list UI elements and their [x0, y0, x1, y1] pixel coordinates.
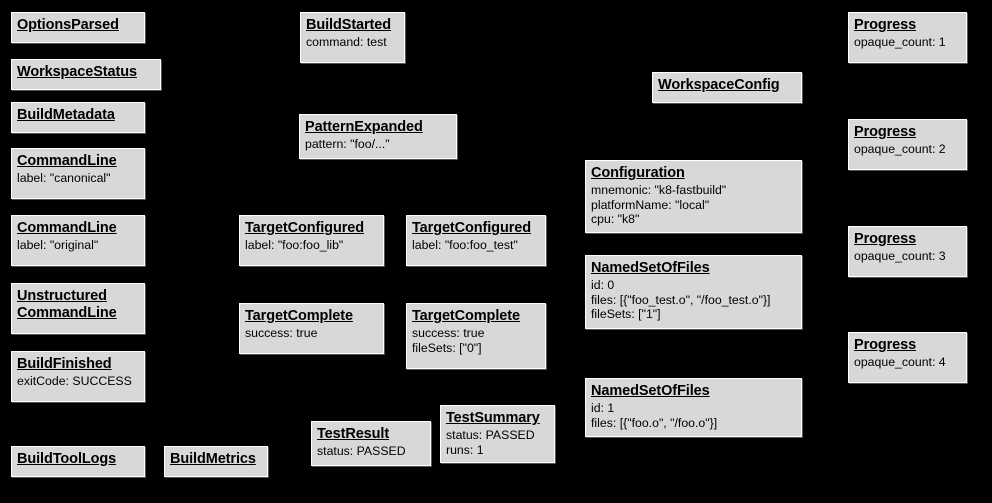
- event-node-fields: label: "foo:foo_lib": [245, 238, 344, 252]
- event-node-title: CommandLine: [17, 220, 117, 236]
- event-node-title: Configuration: [591, 165, 685, 181]
- event-node-title: TargetConfigured: [412, 220, 531, 236]
- event-node-progress-1[interactable]: Progress opaque_count: 1: [848, 12, 967, 63]
- event-node-title: TestSummary: [446, 410, 540, 426]
- event-node-fields: label: "foo:foo_test": [412, 238, 518, 252]
- event-node-fields: id: 1 files: [{"foo.o", "/foo.o"}]: [591, 401, 718, 430]
- event-node-progress-4[interactable]: Progress opaque_count: 4: [848, 332, 967, 383]
- event-node-title: TestResult: [317, 426, 390, 442]
- event-node-fields: mnemonic: "k8-fastbuild" platformName: "…: [591, 183, 727, 226]
- event-node-workspace-config[interactable]: WorkspaceConfig: [652, 72, 802, 103]
- event-node-named-set-of-files-1[interactable]: NamedSetOfFiles id: 1 files: [{"foo.o", "…: [585, 378, 802, 437]
- event-node-title: WorkspaceStatus: [17, 64, 137, 80]
- event-node-title: BuildFinished: [17, 356, 112, 372]
- event-node-fields: opaque_count: 1: [854, 35, 946, 49]
- event-node-title: CommandLine: [17, 153, 117, 169]
- event-node-title: OptionsParsed: [17, 17, 119, 33]
- event-node-workspace-status[interactable]: WorkspaceStatus: [11, 59, 161, 90]
- event-node-fields: label: "original": [17, 238, 99, 252]
- event-node-build-tool-logs[interactable]: BuildToolLogs: [11, 446, 145, 477]
- event-node-fields: opaque_count: 3: [854, 249, 946, 263]
- event-node-title: NamedSetOfFiles: [591, 260, 710, 276]
- event-node-build-metadata[interactable]: BuildMetadata: [11, 102, 145, 133]
- event-node-title: BuildMetadata: [17, 107, 115, 123]
- event-node-fields: opaque_count: 2: [854, 142, 946, 156]
- event-node-build-started[interactable]: BuildStarted command: test: [300, 12, 405, 63]
- event-node-test-summary[interactable]: TestSummary status: PASSED runs: 1: [440, 405, 555, 463]
- event-node-unstructured-command-line[interactable]: Unstructured CommandLine: [11, 283, 145, 334]
- event-node-title: Progress: [854, 231, 917, 247]
- event-node-title: Progress: [854, 337, 917, 353]
- event-node-build-finished[interactable]: BuildFinished exitCode: SUCCESS: [11, 351, 145, 402]
- event-node-fields: command: test: [306, 35, 387, 49]
- event-node-title: Unstructured CommandLine: [17, 288, 117, 321]
- event-node-title: TargetConfigured: [245, 220, 364, 236]
- event-node-title: TargetComplete: [412, 308, 520, 324]
- event-node-title: Progress: [854, 124, 917, 140]
- event-node-pattern-expanded[interactable]: PatternExpanded pattern: "foo/...": [299, 114, 457, 159]
- event-node-command-line-original[interactable]: CommandLine label: "original": [11, 215, 145, 266]
- event-node-target-complete-lib[interactable]: TargetComplete success: true: [239, 303, 384, 354]
- event-node-fields: success: true fileSets: ["0"]: [412, 326, 485, 355]
- event-node-target-configured-foo-test[interactable]: TargetConfigured label: "foo:foo_test": [406, 215, 546, 266]
- event-node-title: BuildStarted: [306, 17, 392, 33]
- event-node-target-complete-test[interactable]: TargetComplete success: true fileSets: ["…: [406, 303, 546, 369]
- event-node-command-line-canonical[interactable]: CommandLine label: "canonical": [11, 148, 145, 199]
- event-node-fields: id: 0 files: [{"foo_test.o", "/foo_test.…: [591, 278, 771, 321]
- event-node-fields: success: true: [245, 326, 318, 340]
- event-node-fields: label: "canonical": [17, 171, 111, 185]
- event-node-target-configured-foo-lib[interactable]: TargetConfigured label: "foo:foo_lib": [239, 215, 384, 266]
- event-node-progress-2[interactable]: Progress opaque_count: 2: [848, 119, 967, 170]
- event-node-title: PatternExpanded: [305, 119, 423, 135]
- event-node-options-parsed[interactable]: OptionsParsed: [11, 12, 145, 43]
- event-node-progress-3[interactable]: Progress opaque_count: 3: [848, 226, 967, 277]
- event-node-fields: exitCode: SUCCESS: [17, 374, 132, 388]
- event-node-configuration[interactable]: Configuration mnemonic: "k8-fastbuild" pl…: [585, 160, 802, 233]
- event-node-fields: opaque_count: 4: [854, 355, 946, 369]
- event-node-title: BuildToolLogs: [17, 451, 117, 467]
- event-node-fields: pattern: "foo/...": [305, 137, 390, 151]
- event-node-fields: status: PASSED: [317, 444, 406, 458]
- event-node-title: BuildMetrics: [170, 451, 256, 467]
- event-node-named-set-of-files-0[interactable]: NamedSetOfFiles id: 0 files: [{"foo_test.…: [585, 255, 802, 329]
- event-node-test-result[interactable]: TestResult status: PASSED: [311, 421, 431, 466]
- event-node-title: NamedSetOfFiles: [591, 383, 710, 399]
- event-node-title: Progress: [854, 17, 917, 33]
- event-node-build-metrics[interactable]: BuildMetrics: [164, 446, 268, 477]
- event-node-title: TargetComplete: [245, 308, 353, 324]
- event-node-title: WorkspaceConfig: [658, 77, 780, 93]
- event-node-fields: status: PASSED runs: 1: [446, 428, 535, 457]
